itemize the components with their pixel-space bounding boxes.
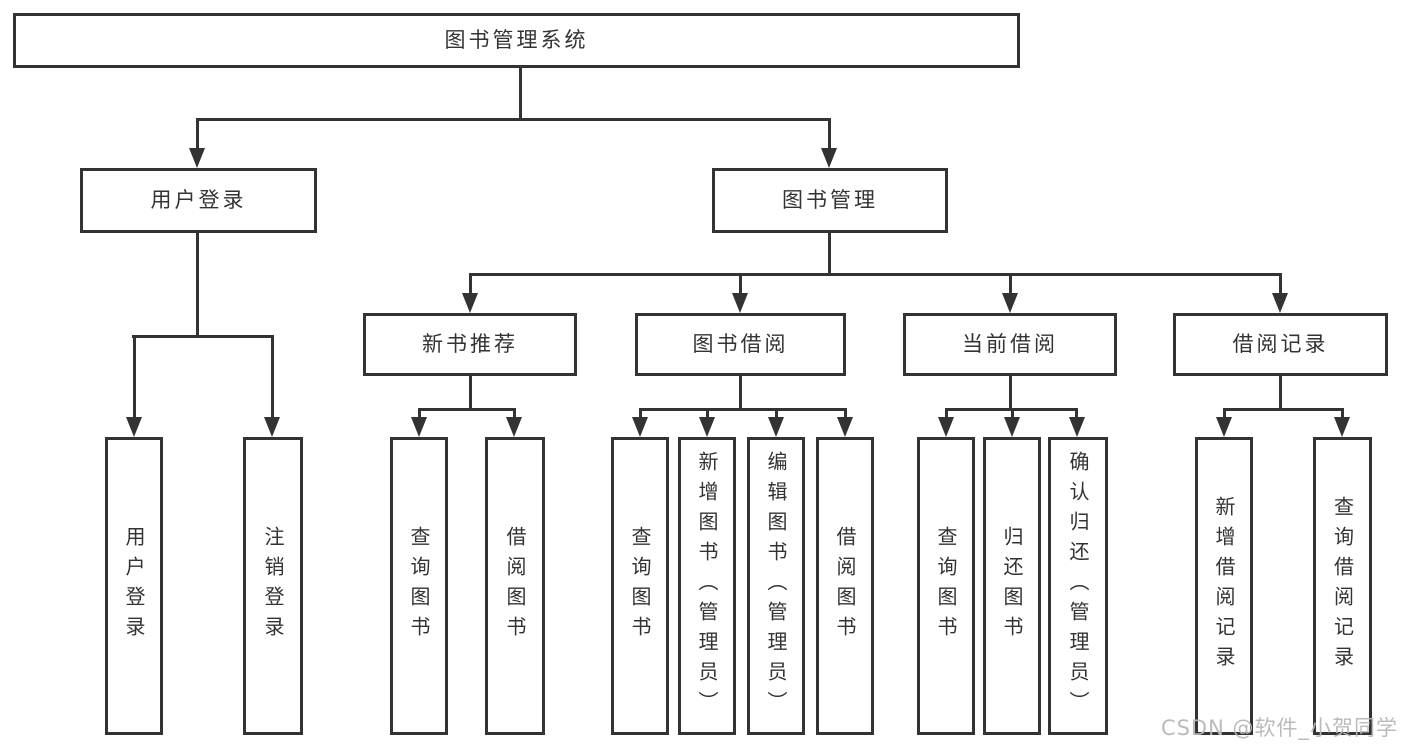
connector-line: [196, 118, 199, 152]
connector-line: [639, 408, 642, 420]
connector-line: [519, 68, 522, 120]
leaf-return-book: 归还图书: [983, 437, 1041, 735]
leaf-logout: 注销登录: [243, 437, 303, 735]
connector-line: [945, 408, 948, 420]
arrow-down-icon: [699, 417, 715, 437]
leaf-edit-book-admin: 编辑图书（管理员）: [747, 437, 805, 735]
leaf-borrow-book: 借阅图书: [816, 437, 874, 735]
connector-line: [739, 273, 742, 295]
leaf-current-query-book: 查询图书: [917, 437, 975, 735]
leaf-query-borrow-record: 查询借阅记录: [1313, 437, 1372, 735]
arrow-down-icon: [837, 417, 853, 437]
arrow-down-icon: [938, 417, 954, 437]
connector-line: [469, 273, 1282, 276]
arrow-down-icon: [264, 417, 280, 437]
connector-line: [639, 408, 847, 411]
connector-line: [513, 408, 516, 420]
arrow-down-icon: [411, 417, 427, 437]
connector-line: [1223, 408, 1343, 411]
node-label: 用户登录: [150, 188, 247, 212]
node-label: 图书管理: [782, 188, 878, 212]
leaf-add-borrow-record: 新增借阅记录: [1195, 437, 1253, 735]
arrow-down-icon: [821, 148, 837, 168]
connector-line: [1223, 408, 1226, 420]
node-label: 注销登录: [261, 526, 285, 646]
node-label: 查询图书: [407, 526, 431, 646]
node-label: 查询图书: [628, 526, 652, 646]
connector-line: [271, 335, 274, 419]
node-user-login: 用户登录: [80, 168, 317, 233]
connector-line: [469, 376, 472, 410]
arrow-down-icon: [632, 417, 648, 437]
node-root: 图书管理系统: [13, 13, 1020, 68]
connector-line: [469, 273, 472, 295]
connector-line: [1279, 376, 1282, 410]
connector-line: [418, 408, 516, 411]
connector-line: [1009, 376, 1012, 410]
node-book-borrow: 图书借阅: [635, 313, 846, 376]
leaf-borrow-query-book: 查询图书: [611, 437, 669, 735]
arrow-down-icon: [1216, 417, 1232, 437]
node-label: 编辑图书（管理员）: [764, 451, 788, 721]
arrow-down-icon: [189, 148, 205, 168]
arrow-down-icon: [1004, 417, 1020, 437]
leaf-add-book-admin: 新增图书（管理员）: [678, 437, 736, 735]
connector-line: [133, 335, 136, 419]
node-label: 借阅图书: [833, 526, 857, 646]
leaf-recommend-borrow-book: 借阅图书: [485, 437, 545, 735]
arrow-down-icon: [732, 293, 748, 313]
connector-line: [196, 118, 831, 121]
arrow-down-icon: [1069, 417, 1085, 437]
node-label: 图书借阅: [692, 332, 789, 356]
node-label: 当前借阅: [962, 332, 1058, 356]
node-borrow-record: 借阅记录: [1173, 313, 1388, 376]
connector-line: [844, 408, 847, 420]
arrow-down-icon: [462, 293, 478, 313]
node-current-borrow: 当前借阅: [903, 313, 1117, 376]
leaf-user-login: 用户登录: [105, 437, 163, 735]
node-label: 用户登录: [122, 526, 146, 646]
connector-line: [1279, 273, 1282, 295]
node-label: 新增图书（管理员）: [695, 451, 719, 721]
connector-line: [828, 233, 831, 275]
connector-line: [132, 335, 273, 338]
connector-line: [1011, 408, 1014, 420]
node-label: 图书管理系统: [444, 28, 589, 52]
leaf-confirm-return-admin: 确认归还（管理员）: [1048, 437, 1108, 735]
node-label: 归还图书: [1000, 526, 1024, 646]
node-book-management: 图书管理: [712, 168, 948, 233]
node-label: 查询借阅记录: [1330, 496, 1355, 676]
arrow-down-icon: [1272, 293, 1288, 313]
connector-line: [1341, 408, 1344, 420]
leaf-recommend-query-book: 查询图书: [390, 437, 448, 735]
watermark: CSDN @软件_小贺同学: [1160, 716, 1398, 740]
node-new-book-recommend: 新书推荐: [363, 313, 577, 376]
connector-line: [706, 408, 709, 420]
arrow-down-icon: [1002, 293, 1018, 313]
arrow-down-icon: [506, 417, 522, 437]
connector-line: [739, 376, 742, 410]
connector-line: [775, 408, 778, 420]
arrow-down-icon: [1334, 417, 1350, 437]
node-label: 新书推荐: [422, 332, 518, 356]
node-label: 新增借阅记录: [1212, 496, 1236, 676]
node-label: 借阅记录: [1232, 332, 1329, 356]
arrow-down-icon: [126, 417, 142, 437]
node-label: 查询图书: [934, 526, 958, 646]
node-label: 确认归还（管理员）: [1066, 451, 1090, 721]
node-label: 借阅图书: [503, 526, 527, 646]
arrow-down-icon: [768, 417, 784, 437]
connector-line: [418, 408, 421, 420]
connector-line: [828, 118, 831, 152]
connector-line: [196, 233, 199, 336]
connector-line: [1009, 273, 1012, 295]
connector-line: [1075, 408, 1078, 420]
